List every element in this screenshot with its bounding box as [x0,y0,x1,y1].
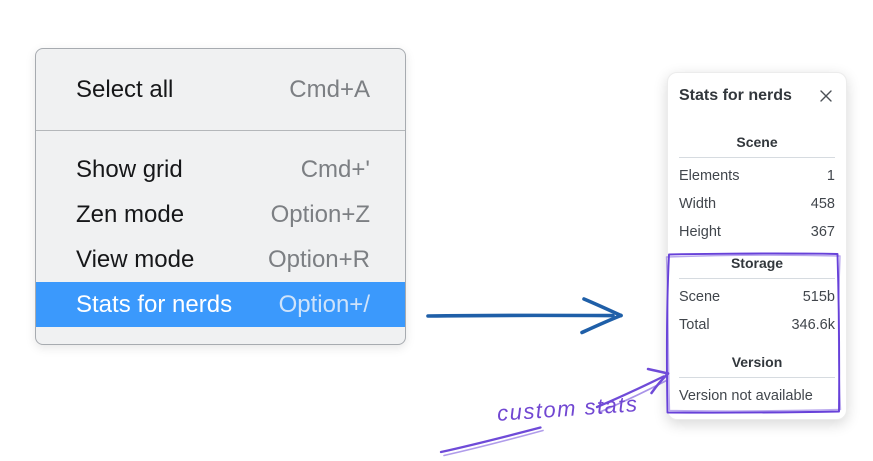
scene-section: Scene Elements 1 Width 458 Height 367 [679,133,835,246]
stat-row-total-storage: Total 346.6k [679,311,835,339]
stat-row-width: Width 458 [679,190,835,218]
blue-arrow [426,297,623,335]
stat-label: Scene [679,289,721,305]
section-divider [679,377,835,378]
menu-item-shortcut: Option+Z [270,200,370,228]
menu-item-select-all[interactable]: Select all Cmd+A [36,67,405,112]
menu-item-label: View mode [76,245,195,273]
section-divider [679,278,835,279]
close-icon [820,90,832,102]
menu-item-shortcut: Cmd+A [289,75,370,103]
menu-item-label: Stats for nerds [76,290,233,318]
stat-label: Elements [679,168,740,184]
storage-section: Storage Scene 515b Total 346.6k [679,254,835,339]
stat-row-scene-storage: Scene 515b [679,283,835,311]
stat-label: Width [679,196,717,212]
stats-panel: Stats for nerds Scene Elements 1 Width 4… [667,72,847,420]
stat-value: 1 [826,168,835,184]
section-divider [679,157,835,158]
stat-label: Height [679,224,721,240]
menu-item-label: Zen mode [76,200,185,228]
menu-item-zen-mode[interactable]: Zen mode Option+Z [36,192,405,237]
stat-row-height: Height 367 [679,218,835,246]
stat-label: Total [679,317,710,333]
menu-section-top: Select all Cmd+A [36,49,405,130]
stats-panel-header: Stats for nerds [679,85,835,107]
stat-row-elements: Elements 1 [679,162,835,190]
menu-item-shortcut: Cmd+' [300,155,370,183]
version-heading: Version [731,354,783,370]
stat-value: 515b [802,289,835,305]
menu-item-label: Show grid [76,155,183,183]
menu-item-label: Select all [76,75,174,103]
stat-value: 346.6k [791,317,835,333]
menu-item-shortcut: Option+R [267,245,370,273]
menu-item-shortcut: Option+/ [278,290,370,318]
storage-heading: Storage [730,255,784,271]
stat-value: 458 [810,196,835,212]
context-menu: Select all Cmd+A Show grid Cmd+' Zen mod… [35,48,406,345]
menu-item-show-grid[interactable]: Show grid Cmd+' [36,147,405,192]
menu-item-stats-for-nerds[interactable]: Stats for nerds Option+/ [36,282,405,327]
stat-value: 367 [810,224,835,240]
version-note: Version not available [679,388,813,404]
scene-heading: Scene [736,134,778,150]
annotation-label: custom stats [496,391,640,426]
menu-divider [36,130,405,131]
close-button[interactable] [817,87,835,105]
menu-section-bottom: Show grid Cmd+' Zen mode Option+Z View m… [36,131,405,344]
panel-title: Stats for nerds [679,87,792,104]
menu-item-view-mode[interactable]: View mode Option+R [36,237,405,282]
version-section: Version Version not available [679,353,835,410]
